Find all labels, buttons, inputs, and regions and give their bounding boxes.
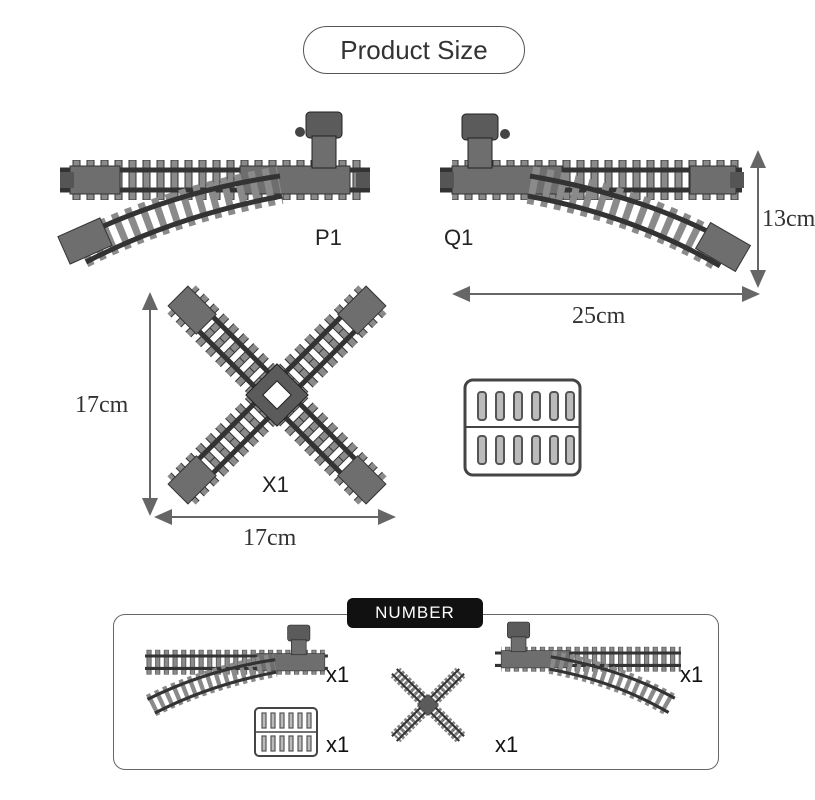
number-box xyxy=(113,614,719,770)
crossing-label: X1 xyxy=(262,472,289,497)
connector-qty: x1 xyxy=(326,732,350,757)
left-switch-track xyxy=(57,111,370,267)
mini-crossing-icon xyxy=(390,667,466,743)
switch-width-text: 25cm xyxy=(572,303,626,329)
right-switch-label: Q1 xyxy=(444,225,474,250)
crossing-qty: x1 xyxy=(495,732,519,757)
left-switch-qty: x1 xyxy=(326,662,350,687)
mini-connector-icon xyxy=(254,707,318,757)
product-size-title: Product Size xyxy=(303,26,525,74)
number-tag: NUMBER xyxy=(347,598,483,628)
crossing-height-text: 17cm xyxy=(75,392,129,418)
crossing-track xyxy=(167,285,387,505)
crossing-width-text: 17cm xyxy=(243,525,297,551)
left-switch-label: P1 xyxy=(315,225,342,250)
mini-right-switch-icon xyxy=(495,621,682,716)
switch-height-text: 13cm xyxy=(762,206,815,232)
right-switch-qty: x1 xyxy=(680,662,704,687)
mini-left-switch-icon xyxy=(145,624,328,717)
right-switch-track xyxy=(440,113,752,273)
connector-sprue xyxy=(463,378,582,477)
